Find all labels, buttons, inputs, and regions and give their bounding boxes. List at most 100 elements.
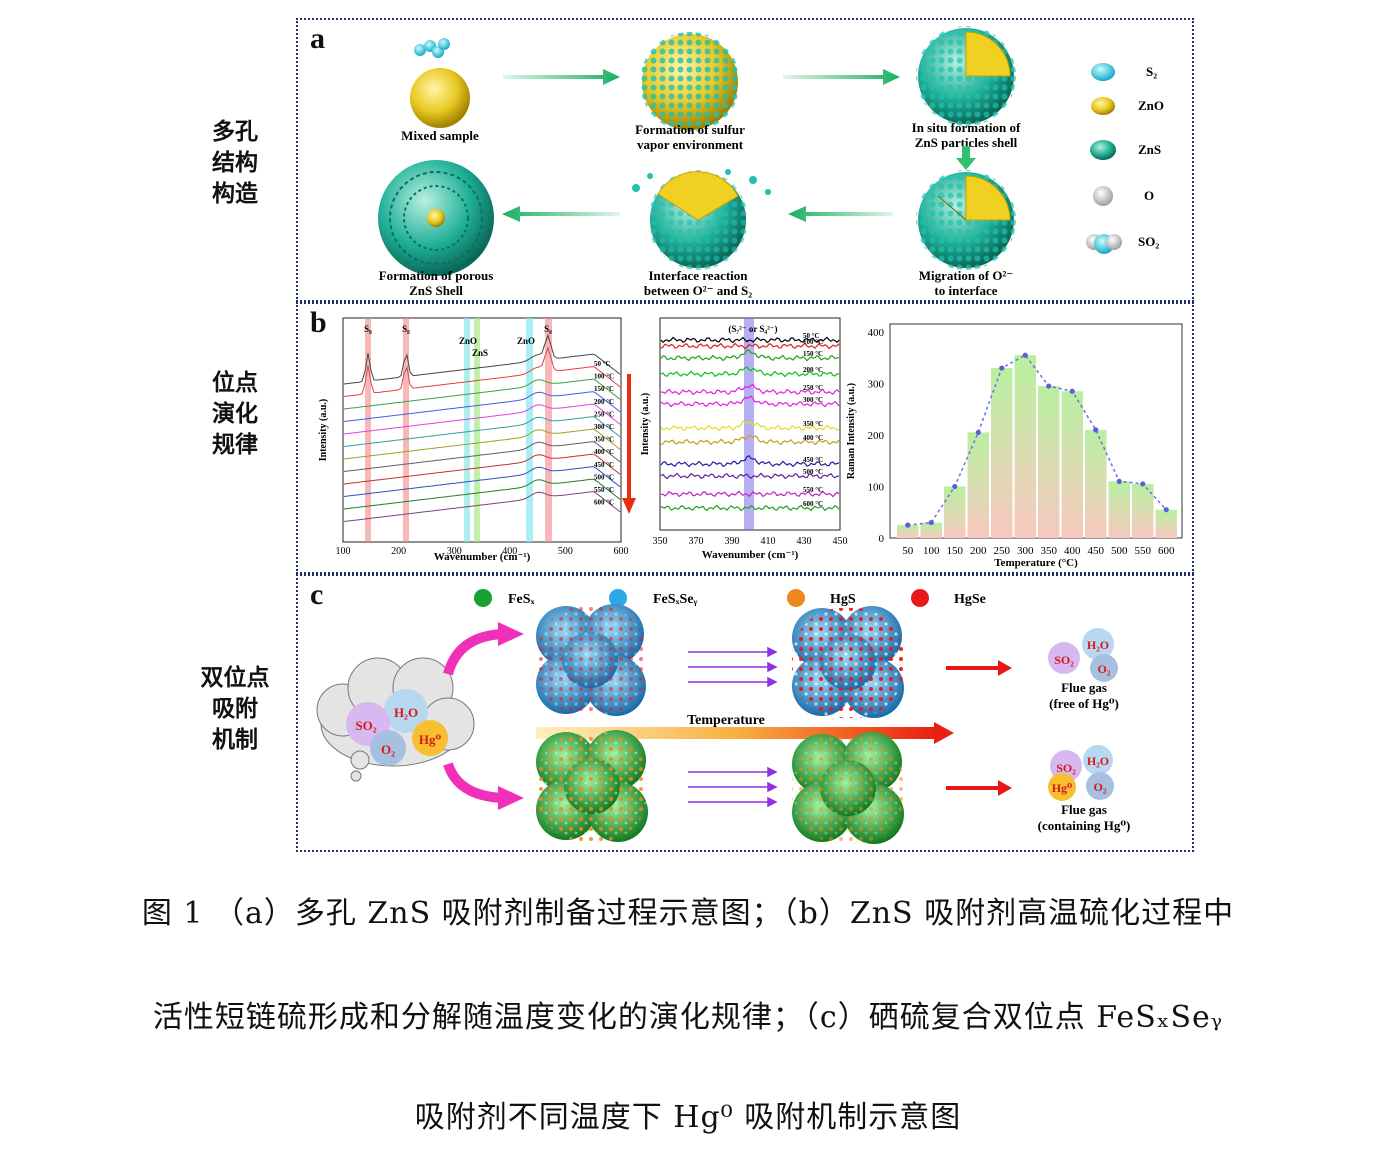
temperature-tick-label: 450 °C — [803, 456, 823, 464]
band-label: S₈ — [364, 324, 372, 334]
data-point — [1022, 352, 1028, 358]
panel-b-label: b — [310, 306, 327, 339]
side-label-line: 结构 — [212, 150, 258, 176]
temperature-tick-label: 350 °C — [594, 436, 614, 444]
side-label-line: 吸附 — [212, 696, 258, 722]
bar — [1014, 355, 1036, 538]
panel-c: c FeSₓ FeSₓSeᵧ HgS HgSe — [296, 574, 1194, 852]
purple-arrows-top — [688, 646, 778, 688]
data-point — [999, 365, 1005, 371]
purple-arrows-bottom — [688, 766, 778, 808]
band-label: ZnO — [459, 336, 477, 346]
spectrum-line — [343, 428, 621, 460]
bar — [1038, 386, 1060, 538]
spectrum-line — [343, 333, 621, 385]
arrow-down-icon — [956, 146, 976, 170]
arrow-icon — [783, 69, 900, 85]
fesxsey-cluster-low — [536, 604, 648, 716]
data-point — [1093, 427, 1099, 433]
caption-line-3: 吸附剂不同温度下 Hg⁰ 吸附机制示意图 — [414, 1100, 962, 1135]
step-migration-label-1: Migration of O²⁻ — [919, 268, 1014, 283]
hg-label: Hg⁰ — [1052, 781, 1073, 795]
spectrum-line — [660, 349, 840, 362]
spectrum-line — [660, 434, 840, 446]
legend-o: O — [1093, 186, 1154, 206]
x-tick-label: 350 — [1041, 545, 1058, 557]
spectrum-line — [660, 490, 840, 498]
x-tick-label: 300 — [1017, 545, 1034, 557]
x-tick-label: 450 — [833, 536, 848, 547]
zns-shell-icon — [916, 26, 1016, 126]
side-label-line: 多孔 — [212, 119, 258, 145]
x-tick-label: 600 — [614, 546, 629, 557]
y-axis-label: Intensity (a.u.) — [640, 393, 651, 456]
migration-sphere-icon — [916, 170, 1016, 270]
flue-gas-clean: SO₂ H₂O O₂ Flue gas (free of Hg⁰) — [1048, 628, 1119, 711]
flue-gas-label: (containing Hg⁰) — [1038, 818, 1131, 833]
o2-label: O₂ — [1094, 780, 1107, 794]
y-tick-label: 100 — [868, 482, 885, 494]
arrow-left-icon — [788, 206, 893, 222]
step-insitu-label-1: In situ formation of — [912, 120, 1021, 135]
side-label-line: 规律 — [212, 432, 258, 458]
data-point — [928, 519, 934, 526]
spectrum-line — [343, 453, 621, 485]
temperature-tick-label: 300 °C — [803, 396, 823, 404]
y-tick-label: 0 — [879, 533, 885, 545]
temperature-tick-label: 500 °C — [594, 473, 614, 481]
fesxsey-cluster-high — [792, 606, 904, 718]
spectrum-line — [660, 504, 840, 512]
temperature-tick-label: 400 °C — [803, 434, 823, 442]
x-axis-label: Temperature (°C) — [994, 557, 1078, 569]
band-s8 — [365, 318, 371, 542]
x-tick-label: 100 — [336, 546, 351, 557]
spectrum-line — [660, 455, 840, 468]
hg-label: Hg⁰ — [419, 732, 442, 747]
x-tick-label: 100 — [923, 545, 940, 557]
bar — [967, 432, 989, 538]
temperature-tick-label: 300 °C — [594, 423, 614, 431]
legend-label: FeSₓ — [508, 592, 536, 607]
x-tick-label: 500 — [1111, 545, 1128, 557]
panel-c-diagram: FeSₓ FeSₓSeᵧ HgS HgSe H₂O SO₂ Hg⁰ O₂ — [316, 589, 1131, 844]
x-tick-label: 250 — [994, 545, 1011, 557]
spectrum-line — [343, 478, 621, 510]
legend-label: O — [1144, 188, 1154, 203]
x-tick-label: 550 — [1135, 545, 1152, 557]
band-zns — [474, 318, 480, 542]
data-point — [1163, 507, 1169, 513]
spectrum-line — [343, 391, 621, 422]
mixed-sample-icon — [410, 38, 470, 128]
spectrum-line — [343, 346, 621, 397]
legend-label: SO₂ — [1138, 234, 1159, 249]
x-tick-label: 400 — [502, 546, 517, 557]
temperature-tick-label: 500 °C — [803, 468, 823, 476]
legend-label: ZnO — [1138, 98, 1164, 113]
step-porous-label-2: ZnS Shell — [409, 283, 463, 298]
so2-label: SO₂ — [1056, 761, 1076, 775]
band-zno — [526, 318, 533, 542]
data-point — [1140, 481, 1146, 487]
temperature-tick-label: 200 °C — [803, 366, 823, 374]
x-tick-label: 390 — [725, 536, 740, 547]
temperature-tick-label: 100 °C — [594, 373, 614, 381]
side-label-line: 位点 — [212, 370, 258, 396]
panel-c-label: c — [310, 578, 324, 611]
side-label-a: 多孔 结构 构造 — [190, 117, 280, 210]
bar — [920, 522, 942, 538]
band-sx — [744, 318, 754, 530]
temperature-tick-label: 600 °C — [803, 500, 823, 508]
spectrum-line — [343, 491, 621, 522]
legend-label: HgSe — [954, 592, 986, 607]
y-axis-label: Intensity (a.u.) — [318, 399, 329, 462]
arrow-up-icon — [443, 629, 504, 676]
x-tick-label: 150 — [947, 545, 964, 557]
band-label: ZnS — [472, 348, 488, 358]
panel-a-label: a — [310, 22, 325, 55]
y-tick-label: 300 — [868, 379, 885, 391]
x-tick-label: 410 — [761, 536, 776, 547]
h2o-label: H₂O — [1087, 754, 1109, 768]
legend-zno: ZnO — [1091, 97, 1164, 115]
